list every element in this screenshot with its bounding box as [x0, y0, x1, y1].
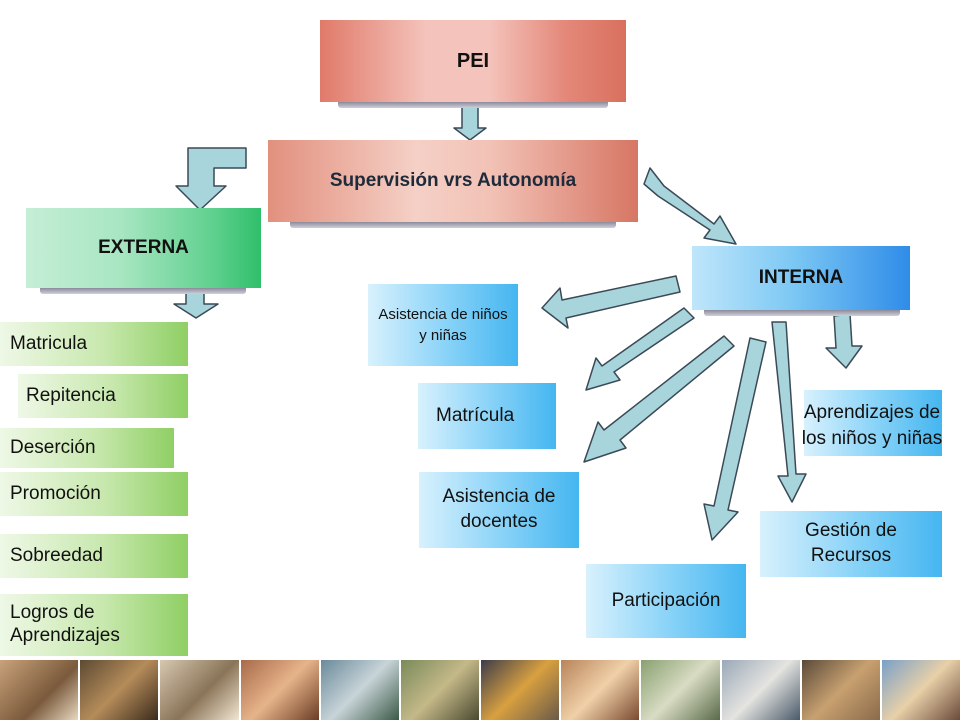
- interna-item-label: Matrícula: [436, 405, 515, 426]
- interna-item-label: Aprendizajes de los niños y niñas: [801, 402, 943, 449]
- externa-label: EXTERNA: [98, 237, 189, 258]
- school-photo: [400, 660, 482, 720]
- arrow-supervision-to-interna: [643, 167, 737, 245]
- externa-node: EXTERNA: [26, 208, 261, 288]
- community-photo: [721, 660, 802, 720]
- externa-item-label: Repitencia: [26, 385, 116, 406]
- supervision-node: Supervisión vrs Autonomía: [268, 140, 638, 222]
- interna-label: INTERNA: [758, 267, 844, 288]
- interna-shadow: [704, 310, 900, 316]
- parents-photo: [801, 660, 882, 720]
- kids-photo: [240, 660, 321, 720]
- externa-item-label: Deserción: [10, 437, 96, 458]
- interna-item-aprendizajes-bg: [804, 390, 942, 456]
- outdoor-photo: [641, 660, 722, 720]
- externa-item-matricula: Matricula: [0, 322, 188, 366]
- interna-item-label: Gestión de Recursos: [805, 520, 897, 566]
- arrow-supervision-to-externa: [175, 147, 247, 211]
- interna-item-label: Asistencia de docentes: [442, 486, 556, 532]
- externa-shadow: [40, 288, 246, 294]
- interna-item-participacion: Participación: [586, 564, 746, 638]
- externa-item-label: Matricula: [10, 333, 88, 354]
- interna-item-gestion: Gestión de Recursos: [760, 511, 942, 577]
- externa-item-sobreedad: Sobreedad: [0, 534, 188, 578]
- externa-item-promocion: Promoción: [0, 472, 188, 516]
- interna-item-matricula: Matrícula: [418, 383, 556, 449]
- externa-item-desercion: Deserción: [0, 428, 174, 468]
- interna-item-label: Asistencia de niños y niñas: [378, 306, 508, 344]
- arrow-externa-to-items: [173, 291, 219, 319]
- interna-item-asistencia-ninos: Asistencia de niños y niñas: [368, 284, 518, 366]
- students-photo: [160, 660, 241, 720]
- arrow-interna-to-asistencia-ninos: [541, 275, 681, 329]
- supervision-label: Supervisión vrs Autonomía: [329, 170, 577, 191]
- pei-node: PEI: [320, 20, 626, 102]
- children-smiling-photo: [561, 660, 642, 720]
- arrow-pei-to-supervision: [453, 103, 487, 141]
- externa-item-repitencia: Repitencia: [18, 374, 188, 418]
- arrow-interna-to-participacion: [703, 337, 767, 541]
- pei-shadow: [338, 102, 608, 108]
- interna-item-aprendizajes: Aprendizajes de los niños y niñas: [790, 380, 954, 472]
- interna-node: INTERNA: [692, 246, 910, 310]
- group-photo: [320, 660, 401, 720]
- children-celebrating-photo: [881, 660, 960, 720]
- externa-item-logros: Logros de Aprendizajes: [0, 594, 188, 656]
- supervision-shadow: [290, 222, 616, 228]
- externa-item-label: Sobreedad: [10, 545, 103, 566]
- pei-label: PEI: [456, 49, 490, 72]
- interna-item-label: Participación: [611, 590, 721, 611]
- classroom-photo: [0, 660, 81, 720]
- children-photo: [80, 660, 161, 720]
- teacher-photo: [481, 660, 562, 720]
- arrow-interna-to-gestion: [771, 321, 807, 503]
- interna-item-asistencia-docentes: Asistencia de docentes: [419, 472, 579, 548]
- arrow-interna-to-aprendizajes: [825, 313, 863, 369]
- externa-item-label: Promoción: [10, 483, 101, 504]
- photo-strip: [0, 660, 960, 720]
- arrow-interna-to-asistencia-docentes: [583, 335, 735, 463]
- arrow-interna-to-matricula: [585, 307, 695, 391]
- externa-item-label: Logros de Aprendizajes: [10, 602, 120, 646]
